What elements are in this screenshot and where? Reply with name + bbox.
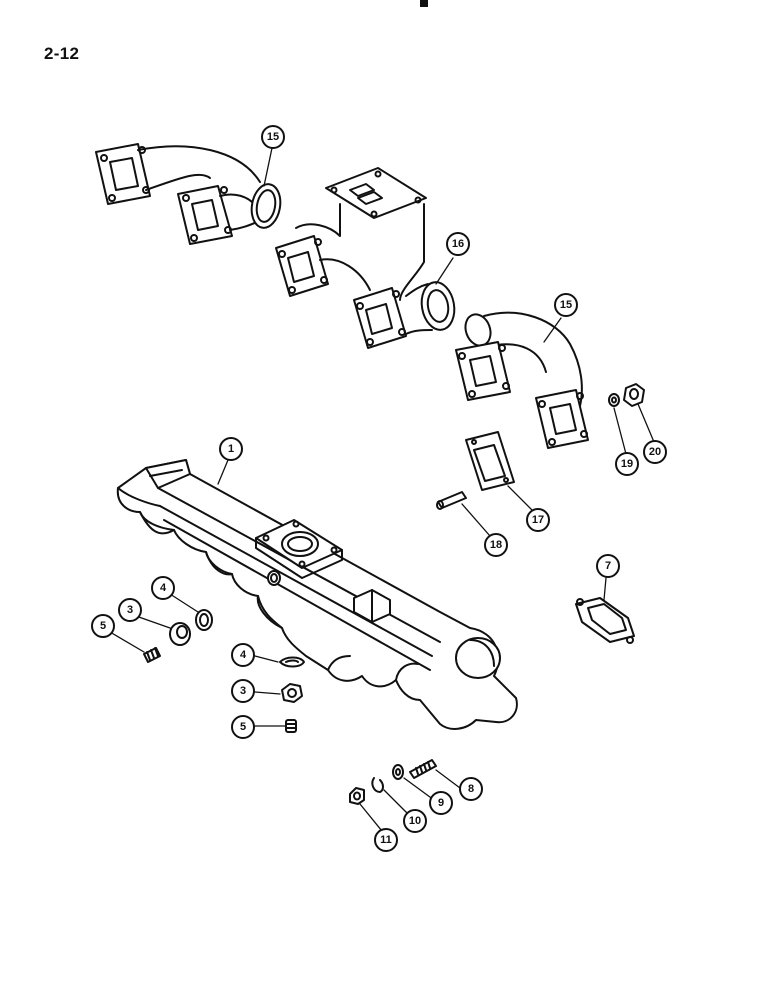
part-gasket-7: [575, 597, 635, 644]
callout-4-upper: 4: [160, 582, 167, 594]
part-stud-8: [409, 759, 437, 779]
part-exhaust-center-section: [275, 167, 456, 349]
part-exhaust-elbow-left: [95, 143, 282, 245]
part-exhaust-elbow-right: [455, 311, 589, 449]
part-nut-20: [623, 383, 645, 407]
callout-labels: 15 16 15 20 19 1 17 18 7 4 3 5 4 3 5 8 9…: [100, 131, 661, 846]
callout-5-upper: 5: [100, 620, 106, 632]
callout-15-right-elbow: 15: [560, 299, 572, 311]
page-edge-mark: [420, 0, 428, 7]
page-number: 2-12: [44, 44, 80, 63]
callout-11: 11: [380, 834, 392, 846]
callout-3-upper: 3: [127, 604, 133, 616]
callout-circles: [91, 125, 667, 852]
callout-3-lower: 3: [240, 685, 246, 697]
part-lock-washer-19: [608, 393, 620, 407]
callout-10: 10: [409, 815, 421, 827]
part-stud-18: [436, 491, 467, 510]
part-plug-5b: [285, 719, 297, 733]
callout-15-left-elbow: 15: [267, 131, 279, 143]
part-intake-manifold: [116, 459, 518, 730]
callout-1: 1: [228, 443, 234, 455]
callout-20: 20: [649, 446, 661, 458]
callout-9: 9: [438, 797, 444, 809]
callout-18: 18: [490, 539, 502, 551]
part-gasket-17: [465, 431, 515, 491]
callout-16: 16: [452, 238, 464, 250]
part-ring-4b: [279, 656, 305, 668]
part-plug-3b: [281, 683, 303, 703]
callout-8: 8: [468, 783, 474, 795]
callout-5-lower: 5: [240, 721, 246, 733]
callout-17: 17: [532, 514, 544, 526]
part-ring-4a: [195, 609, 213, 631]
callout-7: 7: [605, 560, 611, 572]
part-lock-washer-10: [371, 777, 384, 793]
callout-4-lower: 4: [240, 649, 247, 661]
part-nut-11: [349, 787, 365, 805]
part-plug-3a: [169, 622, 191, 646]
leader-lines: [109, 147, 655, 837]
part-plug-5a: [143, 647, 161, 663]
callout-19: 19: [621, 458, 633, 470]
part-washer-9: [392, 764, 404, 780]
